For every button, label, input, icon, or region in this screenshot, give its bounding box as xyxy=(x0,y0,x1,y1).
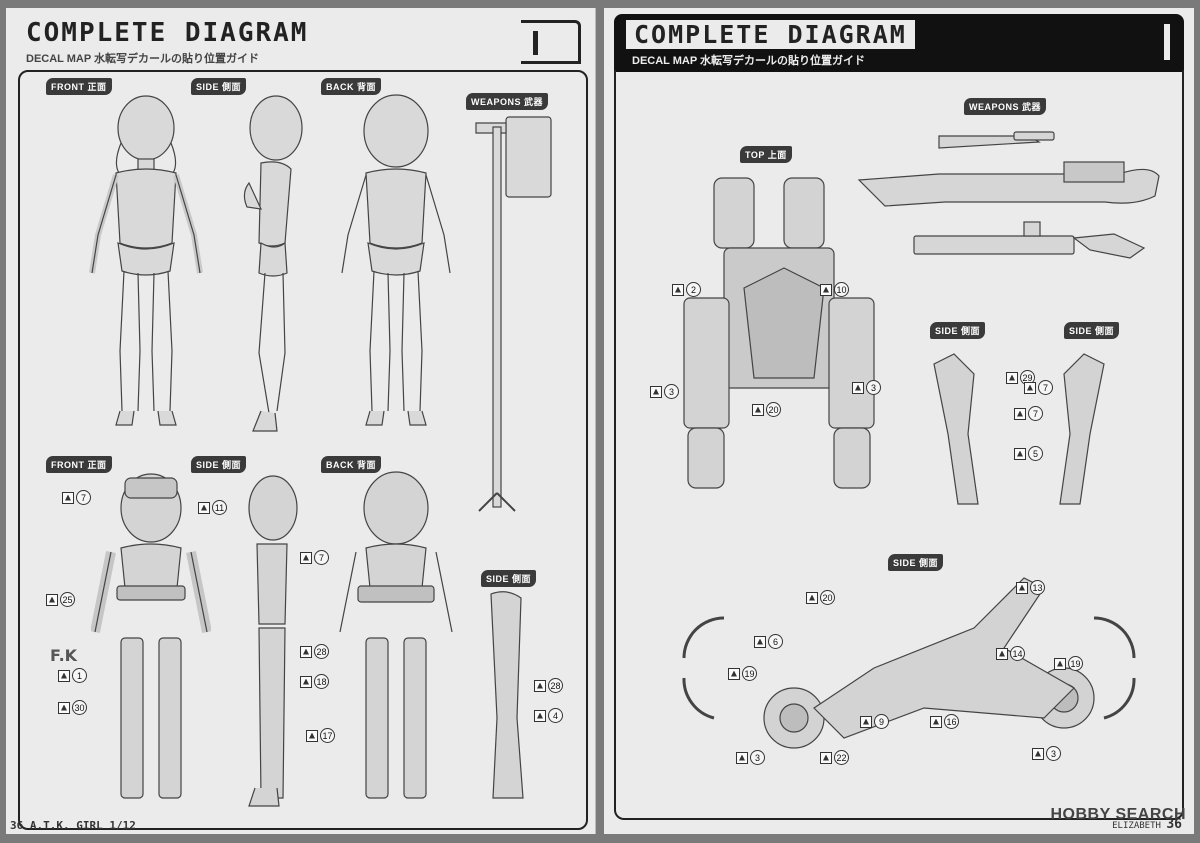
left-frame xyxy=(18,70,588,830)
callout-r7a: 7 xyxy=(1024,380,1053,395)
callout-28: 28 xyxy=(300,644,329,659)
callout-r14: 14 xyxy=(996,646,1025,661)
right-page: COMPLETE DIAGRAM DECAL MAP 水転写デカールの貼り位置ガ… xyxy=(604,8,1194,834)
label-side-2: SIDE 側面 xyxy=(191,456,247,473)
callout-4: 4 xyxy=(534,708,563,723)
callout-11: 11 xyxy=(198,500,227,515)
page-title-right: COMPLETE DIAGRAM xyxy=(626,20,915,49)
callout-r3d: 3 xyxy=(1032,746,1061,761)
callout-18: 18 xyxy=(300,674,329,689)
page-number: 36 xyxy=(1166,817,1182,832)
figure-vehicle-legs xyxy=(924,344,1114,514)
page-title: COMPLETE DIAGRAM xyxy=(26,18,309,48)
callout-r20b: 20 xyxy=(806,590,835,605)
callout-r9: 9 xyxy=(860,714,889,729)
callout-25: 25 xyxy=(46,592,75,607)
label-back-1: BACK 背面 xyxy=(321,78,382,95)
label-side-b: SIDE 側面 xyxy=(1064,322,1120,339)
right-header: COMPLETE DIAGRAM DECAL MAP 水転写デカールの貼り位置ガ… xyxy=(614,14,1184,72)
callout-r6: 6 xyxy=(754,634,783,649)
callout-r13: 13 xyxy=(1016,580,1045,595)
left-header: COMPLETE DIAGRAM DECAL MAP 水転写デカールの貼り位置ガ… xyxy=(26,18,581,68)
label-side-3: SIDE 側面 xyxy=(481,570,537,587)
right-frame xyxy=(614,70,1184,820)
label-side-1: SIDE 側面 xyxy=(191,78,247,95)
left-page: COMPLETE DIAGRAM DECAL MAP 水転写デカールの貼り位置ガ… xyxy=(6,8,596,834)
label-back-2: BACK 背面 xyxy=(321,456,382,473)
header-bracket-icon xyxy=(521,20,581,64)
callout-r20: 20 xyxy=(752,402,781,417)
callout-7: 7 xyxy=(62,490,91,505)
figure-back-view xyxy=(326,93,466,433)
label-front-2: FRONT 正面 xyxy=(46,456,112,473)
callout-r3c: 3 xyxy=(736,750,765,765)
callout-r16: 16 xyxy=(930,714,959,729)
callout-r3a: 3 xyxy=(650,384,679,399)
callout-r5: 5 xyxy=(1014,446,1043,461)
figure-front-view xyxy=(76,93,216,433)
figure-armored-side xyxy=(241,468,301,808)
callout-r2: 2 xyxy=(672,282,701,297)
label-weapons-right: WEAPONS 武器 xyxy=(964,98,1047,115)
callout-1: 1 xyxy=(58,668,87,683)
callout-r19b: 19 xyxy=(1054,656,1083,671)
callout-r7b: 7 xyxy=(1014,406,1043,421)
footer-left: 36 A.T.K. GIRL 1/12 xyxy=(10,819,136,832)
figure-weapon-staff xyxy=(471,113,561,513)
page-subtitle: DECAL MAP 水転写デカールの貼り位置ガイド xyxy=(26,53,260,65)
header-bar-icon xyxy=(1164,24,1170,60)
page-subtitle-right: DECAL MAP 水転写デカールの貼り位置ガイド xyxy=(632,55,866,67)
callout-r22: 22 xyxy=(820,750,849,765)
mark-fk: F.K xyxy=(50,646,78,665)
callout-17: 17 xyxy=(306,728,335,743)
figure-side-view xyxy=(231,93,311,433)
figure-vehicle-side xyxy=(674,568,1144,778)
figure-armored-front xyxy=(91,468,211,808)
callout-7b: 7 xyxy=(300,550,329,565)
callout-30: 30 xyxy=(58,700,87,715)
figure-weapons xyxy=(854,126,1174,276)
callout-r3b: 3 xyxy=(852,380,881,395)
label-top: TOP 上面 xyxy=(740,146,792,163)
figure-vehicle-top xyxy=(674,168,884,498)
label-weapons-left: WEAPONS 武器 xyxy=(466,93,549,110)
figure-armored-back xyxy=(336,468,456,808)
label-side-a: SIDE 側面 xyxy=(930,322,986,339)
label-front-1: FRONT 正面 xyxy=(46,78,112,95)
callout-r19a: 19 xyxy=(728,666,757,681)
figure-leg-side xyxy=(481,590,531,810)
callout-28b: 28 xyxy=(534,678,563,693)
label-side-c: SIDE 側面 xyxy=(888,554,944,571)
footer-right: ELIZABETH 36 xyxy=(1112,817,1182,832)
callout-r10: 10 xyxy=(820,282,849,297)
watermark-logo: HOBBY SEARCH xyxy=(1050,806,1186,823)
